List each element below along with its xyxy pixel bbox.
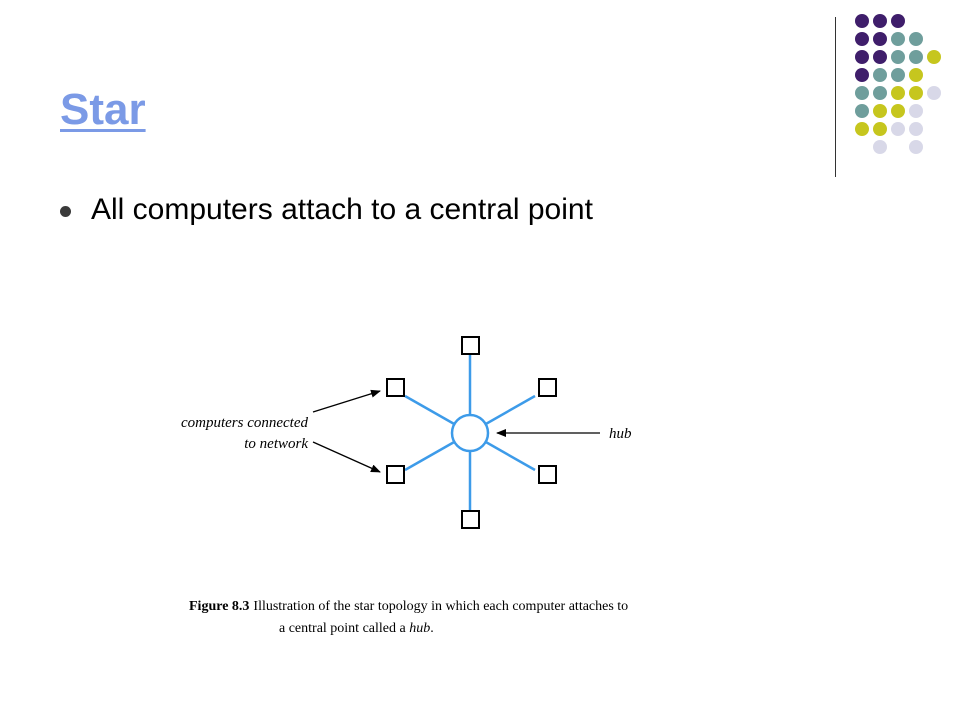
- arrow-to-lower-left: [312, 441, 381, 473]
- decorative-dot: [855, 50, 869, 64]
- decorative-dot: [855, 122, 869, 136]
- computer-node-upper-right: [538, 378, 557, 397]
- label-hub: hub: [609, 426, 632, 442]
- decorative-dot: [891, 32, 905, 46]
- decorative-dot: [855, 32, 869, 46]
- decorative-dot: [909, 50, 923, 64]
- decorative-dot: [891, 122, 905, 136]
- computer-node-bottom: [461, 510, 480, 529]
- figure-caption-line2: a central point called a hub.: [279, 621, 434, 636]
- decorative-dot: [927, 50, 941, 64]
- caption-emph-hub: hub: [409, 621, 430, 636]
- computer-nodes: [386, 336, 557, 529]
- computer-node-top: [461, 336, 480, 355]
- caption-period: .: [430, 621, 434, 636]
- decorative-dot: [927, 86, 941, 100]
- caption-text-line2: a central point called a: [279, 621, 409, 636]
- decorative-dot: [909, 32, 923, 46]
- decorative-dot: [873, 50, 887, 64]
- hub-node: [450, 413, 490, 453]
- computer-node-upper-left: [386, 378, 405, 397]
- decorative-dot: [909, 140, 923, 154]
- decorative-dot: [909, 68, 923, 82]
- star-topology-figure: computers connected to network hub Figur…: [181, 336, 632, 636]
- decorative-dot: [891, 86, 905, 100]
- computer-node-lower-left: [386, 465, 405, 484]
- label-computers-connected: computers connected: [181, 415, 309, 431]
- figure-caption-line1: Figure 8.3 Illustration of the star topol…: [189, 599, 628, 614]
- caption-text-line1: Illustration of the star topology in whi…: [253, 599, 628, 614]
- decorative-vertical-rule: [835, 17, 836, 177]
- decorative-dot: [873, 140, 887, 154]
- decorative-dot: [855, 14, 869, 28]
- decorative-dot: [891, 104, 905, 118]
- decorative-dot: [873, 32, 887, 46]
- decorative-dot: [909, 122, 923, 136]
- figure-number: Figure 8.3: [189, 599, 249, 614]
- bullet-dot-icon: [60, 206, 71, 217]
- decorative-dot: [855, 86, 869, 100]
- decorative-dot: [891, 14, 905, 28]
- decorative-dot: [873, 86, 887, 100]
- label-to-network: to network: [244, 436, 308, 452]
- decorative-dot: [891, 50, 905, 64]
- decorative-dot: [873, 104, 887, 118]
- decorative-dot: [873, 14, 887, 28]
- bullet-text: All computers attach to a central point: [91, 193, 593, 226]
- decorative-dot: [855, 104, 869, 118]
- annotation-arrows: [312, 389, 600, 473]
- decorative-dot: [909, 104, 923, 118]
- arrow-to-upper-left: [312, 389, 381, 413]
- decorative-dot: [909, 86, 923, 100]
- decorative-dot: [891, 68, 905, 82]
- decorative-dot: [873, 122, 887, 136]
- bullet-item: All computers attach to a central point: [60, 193, 593, 226]
- decorative-dot: [855, 68, 869, 82]
- computer-node-lower-right: [538, 465, 557, 484]
- decorative-dot: [873, 68, 887, 82]
- slide-title[interactable]: Star: [60, 85, 146, 134]
